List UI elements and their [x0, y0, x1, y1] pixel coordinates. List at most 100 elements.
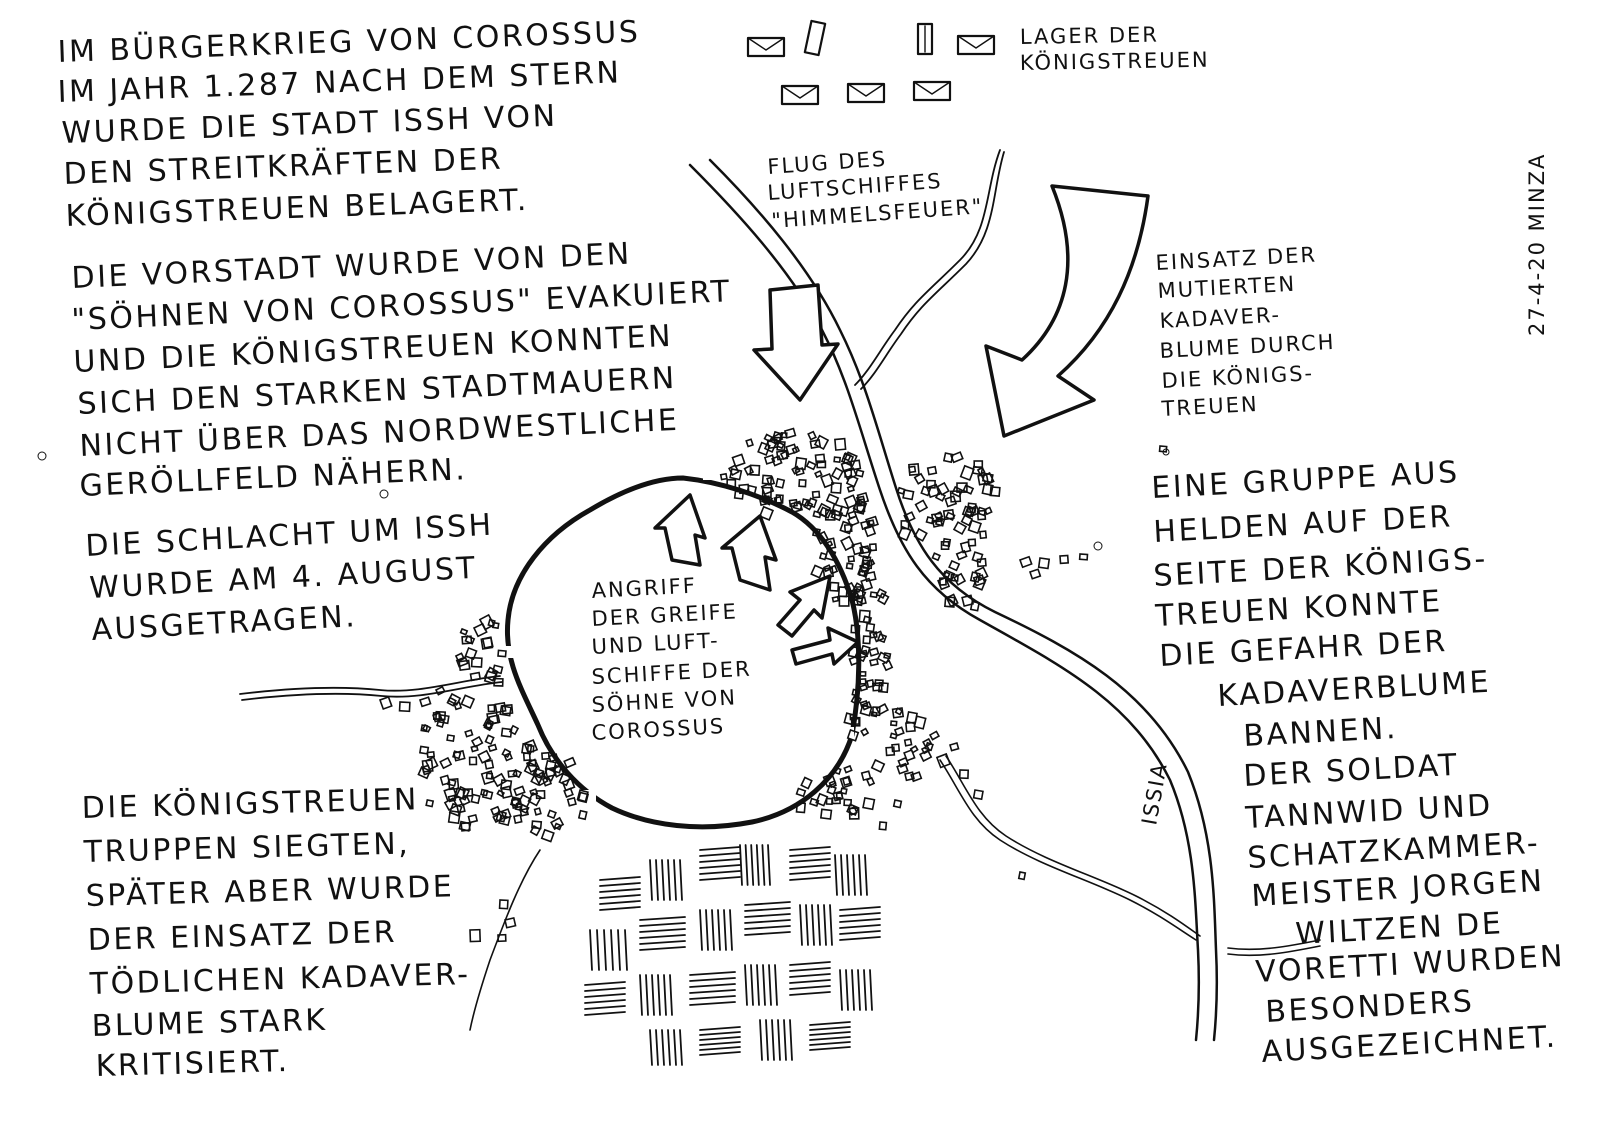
house-icon [866, 519, 875, 527]
royalist-camp [746, 19, 996, 106]
house-icon [860, 577, 874, 592]
cadaver-label-line: EINSATZ DER [1155, 243, 1318, 275]
house-icon [850, 716, 861, 727]
house-icon [860, 644, 871, 655]
house-icon [523, 739, 539, 755]
house-icon [862, 635, 872, 645]
house-icon [398, 701, 411, 713]
cadaver-label-line: KADAVER- [1159, 303, 1282, 333]
house-icon [809, 797, 820, 807]
arrow-right-icon [790, 626, 860, 666]
house-icon [926, 483, 941, 499]
city-label-line: UND LUFT- [591, 628, 720, 659]
house-icon [452, 750, 462, 760]
house-icon [852, 502, 867, 515]
house-icon [839, 787, 848, 795]
house-icon [731, 453, 746, 468]
house-icon [958, 769, 970, 780]
house-icon [811, 490, 821, 499]
house-icon [464, 646, 478, 661]
house-icon [964, 505, 977, 518]
house-icon [807, 430, 817, 441]
house-icon [812, 510, 822, 519]
heroes-text-block: EINE GRUPPE AUS HELDEN AUF DER SEITE DER… [1151, 455, 1492, 754]
house-icon [469, 671, 482, 682]
wall-gates [504, 466, 854, 802]
house-icon [878, 821, 888, 831]
house-icon [838, 505, 850, 518]
house-icon [469, 928, 482, 943]
house-icon [499, 705, 512, 717]
house-icon [937, 576, 951, 591]
battle-text-block: DIE SCHLACHT UM ISSH WURDE AM 4. AUGUST … [85, 508, 495, 648]
house-icon [814, 453, 826, 464]
house-icon [439, 756, 453, 770]
house-icon [470, 735, 484, 748]
house-icon [503, 752, 513, 762]
house-icon [847, 555, 856, 563]
house-icon [460, 821, 471, 832]
house-icon [533, 767, 545, 780]
house-icon [889, 720, 898, 727]
house-icon [757, 441, 771, 456]
house-icon [726, 478, 737, 489]
house-icon [791, 465, 801, 475]
house-icon [484, 734, 495, 746]
camp-label-line: LAGER DER [1020, 23, 1159, 49]
house-icon [843, 798, 853, 807]
house-icon [869, 658, 879, 667]
house-icon [896, 762, 909, 775]
house-icon [860, 519, 872, 531]
house-icon [859, 700, 869, 708]
cadaver-flower-label: EINSATZ DER MUTIERTEN KADAVER- BLUME DUR… [1155, 243, 1336, 421]
house-icon [468, 756, 478, 766]
house-icon [483, 670, 498, 685]
house-icon [540, 828, 555, 843]
cadaver-label-line: BLUME DURCH [1159, 330, 1336, 363]
house-icon [870, 711, 878, 718]
house-icon [876, 651, 891, 664]
house-icon [566, 796, 577, 807]
house-icon [851, 688, 861, 697]
house-icon [847, 805, 858, 816]
house-icon [417, 766, 432, 780]
house-icon [1037, 557, 1051, 570]
house-icon [861, 700, 872, 711]
house-icon [948, 559, 961, 572]
house-icon [497, 649, 507, 658]
house-icon [976, 509, 987, 521]
house-icon [960, 514, 974, 527]
house-icon [829, 581, 840, 592]
house-icon [967, 519, 982, 535]
house-icon [843, 523, 853, 533]
tent-icon [780, 84, 820, 106]
house-icon [868, 543, 878, 552]
house-icon [944, 495, 958, 508]
house-icon [745, 438, 754, 448]
house-icon [830, 509, 844, 522]
house-icon [889, 732, 898, 740]
house-icon [775, 477, 786, 489]
house-icon [989, 486, 1001, 498]
tent-icon [746, 36, 786, 58]
house-icon [798, 478, 807, 488]
house-icon [942, 452, 954, 464]
title-text-block: IM BÜRGERKRIEG VON COROSSUS IM JAHR 1.28… [57, 14, 641, 234]
house-icon [458, 659, 471, 672]
cadaver-flower-arrow [984, 184, 1150, 438]
house-icon [814, 470, 823, 479]
house-icon [378, 695, 393, 711]
house-icon [951, 485, 964, 498]
house-icon [846, 728, 860, 742]
house-icon [949, 742, 960, 752]
house-icon [448, 802, 463, 817]
house-icon [500, 727, 513, 738]
house-icon [464, 729, 474, 738]
house-icon [892, 799, 903, 809]
house-icon [758, 505, 775, 521]
house-icon [470, 744, 479, 753]
house-icon [500, 785, 513, 799]
house-icon [938, 577, 947, 586]
house-icon [863, 524, 877, 538]
house-icon [853, 650, 868, 663]
